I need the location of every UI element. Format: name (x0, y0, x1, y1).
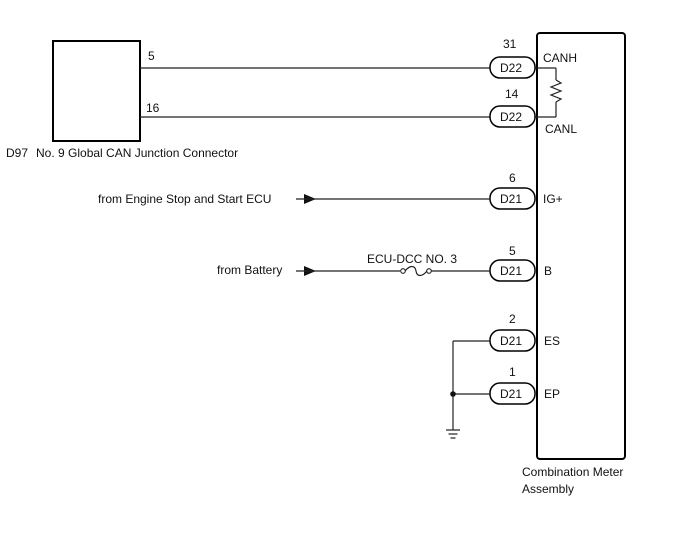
signal-label: IG+ (543, 192, 563, 206)
resistor-icon (535, 67, 563, 118)
junction-connector-box (52, 40, 141, 142)
fuse-icon (400, 265, 432, 277)
connector-es: 2 D21 ES (489, 312, 560, 352)
connector-label: D21 (500, 192, 522, 206)
pin-number: 1 (509, 365, 516, 379)
connector-pill (489, 105, 536, 128)
junction-pin-16: 16 (146, 101, 160, 115)
signal-label: EP (544, 387, 560, 401)
junction-pin-5: 5 (148, 49, 155, 63)
signal-label: B (544, 264, 552, 278)
ig-source-label: from Engine Stop and Start ECU (98, 192, 271, 206)
combination-meter-box (536, 32, 626, 460)
pin-number: 6 (509, 171, 516, 185)
ground-icon (446, 429, 460, 439)
junction-name: No. 9 Global CAN Junction Connector (36, 146, 238, 160)
pin-number: 14 (505, 87, 519, 101)
meter-name-line1: Combination Meter (522, 465, 623, 479)
junction-code: D97 (6, 146, 28, 160)
pin-number: 31 (503, 37, 517, 51)
connector-label: D21 (500, 264, 522, 278)
signal-label: CANL (545, 122, 577, 136)
connector-canh: 31 D22 CANH (489, 37, 577, 79)
connector-label: D21 (500, 387, 522, 401)
meter-name-line2: Assembly (522, 482, 574, 496)
connector-label: D21 (500, 334, 522, 348)
pin-number: 2 (509, 312, 516, 326)
battery-source-label: from Battery (217, 263, 282, 277)
signal-label: CANH (543, 51, 577, 65)
connector-label: D22 (500, 61, 522, 75)
connector-pill (489, 56, 536, 79)
fuse-label: ECU-DCC NO. 3 (367, 252, 457, 266)
connector-ig: 6 D21 IG+ (489, 171, 563, 210)
connector-b: 5 D21 B (489, 244, 552, 282)
signal-label: ES (544, 334, 560, 348)
connector-label: D22 (500, 110, 522, 124)
pin-number: 5 (509, 244, 516, 258)
connector-canl: 14 D22 CANL (489, 87, 577, 136)
splice-point (450, 391, 456, 397)
